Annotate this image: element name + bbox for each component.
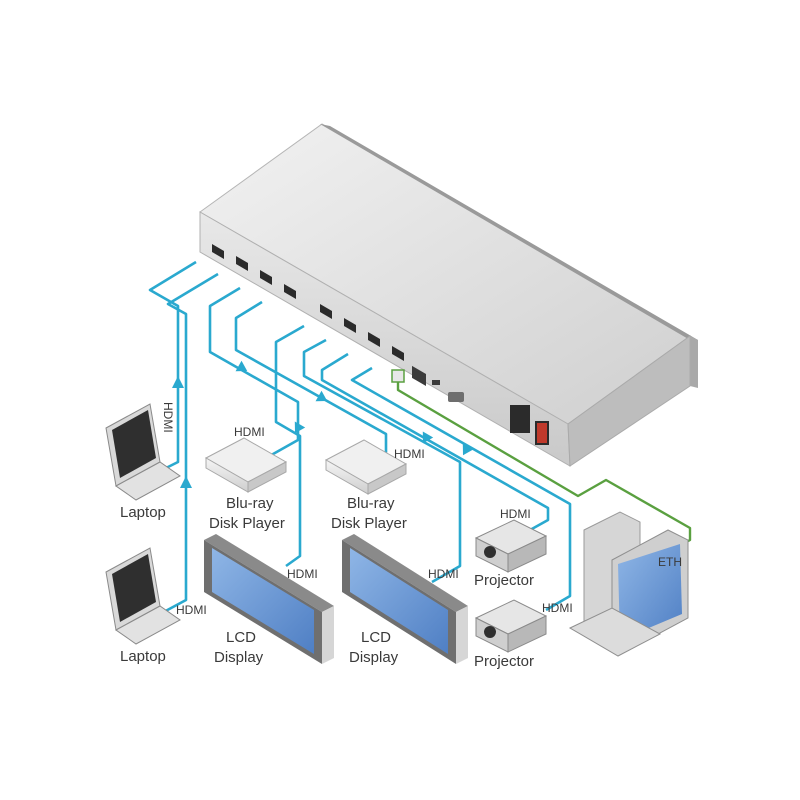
power-socket <box>510 405 530 433</box>
hdmi-cable-lcd-2 <box>302 338 462 584</box>
hdmi-label-projector-2: HDMI <box>542 601 573 615</box>
hdmi-cable-laptop-1 <box>148 260 197 474</box>
hdmi-cable-bluray-1 <box>208 286 300 460</box>
bluray-player-left <box>204 437 288 493</box>
usb-port <box>432 380 440 385</box>
projector-bottom <box>474 599 548 653</box>
hdmi-cable-lcd-1 <box>274 324 305 568</box>
chassis-side <box>690 336 698 388</box>
signal-arrow <box>180 476 192 488</box>
pc-screen <box>618 544 682 640</box>
pc-keyboard <box>568 607 662 657</box>
laptop-label-top: Laptop <box>120 504 166 521</box>
laptop-top <box>105 403 181 501</box>
lcd-display-right <box>342 534 468 664</box>
hdmi-label-projector-1: HDMI <box>500 507 531 521</box>
hdmi-ports <box>212 244 404 361</box>
hdmi-port <box>320 304 332 319</box>
projector-top <box>474 519 548 573</box>
hdmi-label-lcd-1: HDMI <box>287 567 318 581</box>
signal-arrow <box>315 390 328 402</box>
matrix-switcher <box>199 123 698 467</box>
lcd-label-left-1: LCD <box>226 629 256 646</box>
hdmi-port <box>392 346 404 361</box>
hdmi-port <box>260 270 272 285</box>
chassis-rear-lip <box>320 124 698 340</box>
signal-arrow <box>462 443 474 456</box>
hdmi-label-laptop-2: HDMI <box>176 603 207 617</box>
hdmi-label-bluray-1: HDMI <box>234 425 265 439</box>
lcd-display-left <box>204 534 334 664</box>
ethernet-connector <box>391 369 405 383</box>
hdmi-cable-projector-1 <box>320 352 550 532</box>
lcd-label-left-2: Display <box>214 649 264 666</box>
bluray-label-left-1: Blu-ray <box>226 495 274 512</box>
signal-arrow <box>422 431 434 444</box>
hdmi-port <box>344 318 356 333</box>
bluray-label-right-1: Blu-ray <box>347 495 395 512</box>
hdmi-cables <box>148 260 572 616</box>
ethernet-port <box>412 365 426 386</box>
bluray-player-right <box>324 439 408 495</box>
signal-arrow <box>235 360 248 372</box>
hdmi-cable-laptop-2 <box>159 272 219 616</box>
bluray-label-left-2: Disk Player <box>209 515 285 532</box>
projector-label-bottom: Projector <box>474 653 534 670</box>
ethernet-cable <box>396 378 692 552</box>
hdmi-label-bluray-2: HDMI <box>394 447 425 461</box>
laptop-bottom <box>105 547 181 645</box>
hdmi-port <box>236 256 248 271</box>
bluray-label-right-2: Disk Player <box>331 515 407 532</box>
hdmi-port <box>368 332 380 347</box>
signal-arrow <box>294 421 306 434</box>
lcd-label-right-1: LCD <box>361 629 391 646</box>
hdmi-port <box>212 244 224 259</box>
hdmi-label-laptop-1: HDMI <box>161 402 175 433</box>
projector-label-top: Projector <box>474 572 534 589</box>
lcd-label-right-2: Display <box>349 649 399 666</box>
pc-computer <box>568 511 689 657</box>
chassis-front-right <box>567 335 691 467</box>
signal-arrow <box>172 376 184 388</box>
hdmi-cable-projector-2 <box>350 366 572 612</box>
hdmi-port <box>284 284 296 299</box>
hdmi-label-lcd-2: HDMI <box>428 567 459 581</box>
rs232-port <box>448 392 464 402</box>
power-switch <box>535 421 549 445</box>
laptop-label-bottom: Laptop <box>120 648 166 665</box>
eth-label: ETH <box>658 555 682 569</box>
